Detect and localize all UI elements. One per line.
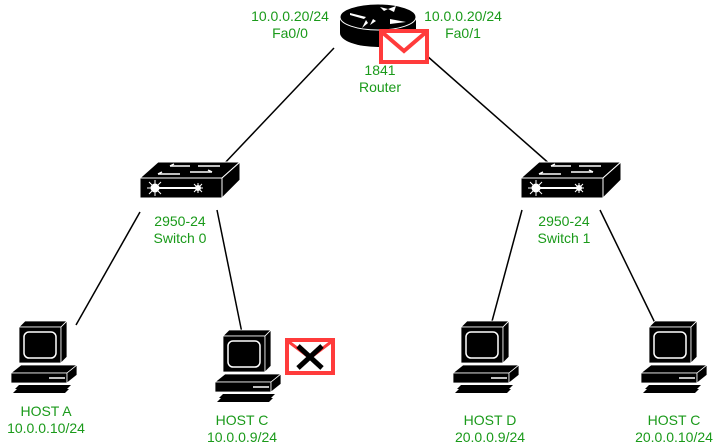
host-c-20-label: HOST C 20.0.0.10/24 <box>628 412 719 446</box>
host-d[interactable] <box>452 320 520 394</box>
link-switch1-host-c2[interactable] <box>599 209 657 326</box>
host-d-label: HOST D 20.0.0.9/24 <box>444 412 536 446</box>
switch-0-model: 2950-24 <box>154 213 206 229</box>
router-left-port: Fa0/0 <box>272 25 308 41</box>
pc-icon <box>452 320 520 394</box>
host-c-10[interactable] <box>214 329 282 403</box>
switch-0-name: Switch 0 <box>153 230 207 246</box>
host-d-ip: 20.0.0.9/24 <box>454 429 526 445</box>
pc-icon <box>640 320 708 394</box>
router-right-port: Fa0/1 <box>445 25 481 41</box>
pc-icon <box>214 329 282 403</box>
host-c-10-label: HOST C 10.0.0.9/24 <box>196 412 288 446</box>
router-model: 1841 <box>364 62 396 78</box>
switch-icon <box>139 161 241 199</box>
switch-1[interactable] <box>520 161 622 199</box>
pc-icon <box>10 320 78 394</box>
link-router-switch0[interactable] <box>221 47 335 167</box>
link-switch0-host-a[interactable] <box>75 211 141 326</box>
router-right-ip: 10.0.0.20/24 <box>424 8 502 24</box>
router-name: Router <box>358 79 402 95</box>
switch-0[interactable] <box>139 161 241 199</box>
failed-envelope-icon <box>285 338 335 375</box>
switch-icon <box>520 161 622 199</box>
host-c-20[interactable] <box>640 320 708 394</box>
link-router-switch1[interactable] <box>417 47 553 167</box>
link-switch0-host-c[interactable] <box>216 209 243 334</box>
router-label: 1841 Router <box>345 62 415 96</box>
link-switch1-host-d[interactable] <box>490 209 523 326</box>
host-a-ip: 10.0.0.10/24 <box>7 420 85 436</box>
envelope-icon <box>379 29 429 64</box>
links <box>75 47 657 334</box>
switch-1-name: Switch 1 <box>537 230 591 246</box>
switch-0-label: 2950-24 Switch 0 <box>140 213 220 247</box>
host-c-20-ip: 20.0.0.10/24 <box>635 429 713 445</box>
host-a[interactable] <box>10 320 78 394</box>
host-a-label: HOST A 10.0.0.10/24 <box>0 403 92 437</box>
router-left-ip: 10.0.0.20/24 <box>251 8 329 24</box>
switch-1-model: 2950-24 <box>538 213 590 229</box>
host-c-10-name: HOST C <box>215 412 269 428</box>
host-d-name: HOST D <box>463 412 517 428</box>
host-c-10-ip: 10.0.0.9/24 <box>206 429 278 445</box>
host-a-name: HOST A <box>20 403 72 419</box>
host-c-20-name: HOST C <box>647 412 701 428</box>
router-left-interface-label: 10.0.0.20/24 Fa0/0 <box>246 8 334 42</box>
router-right-interface-label: 10.0.0.20/24 Fa0/1 <box>419 8 507 42</box>
switch-1-label: 2950-24 Switch 1 <box>524 213 604 247</box>
